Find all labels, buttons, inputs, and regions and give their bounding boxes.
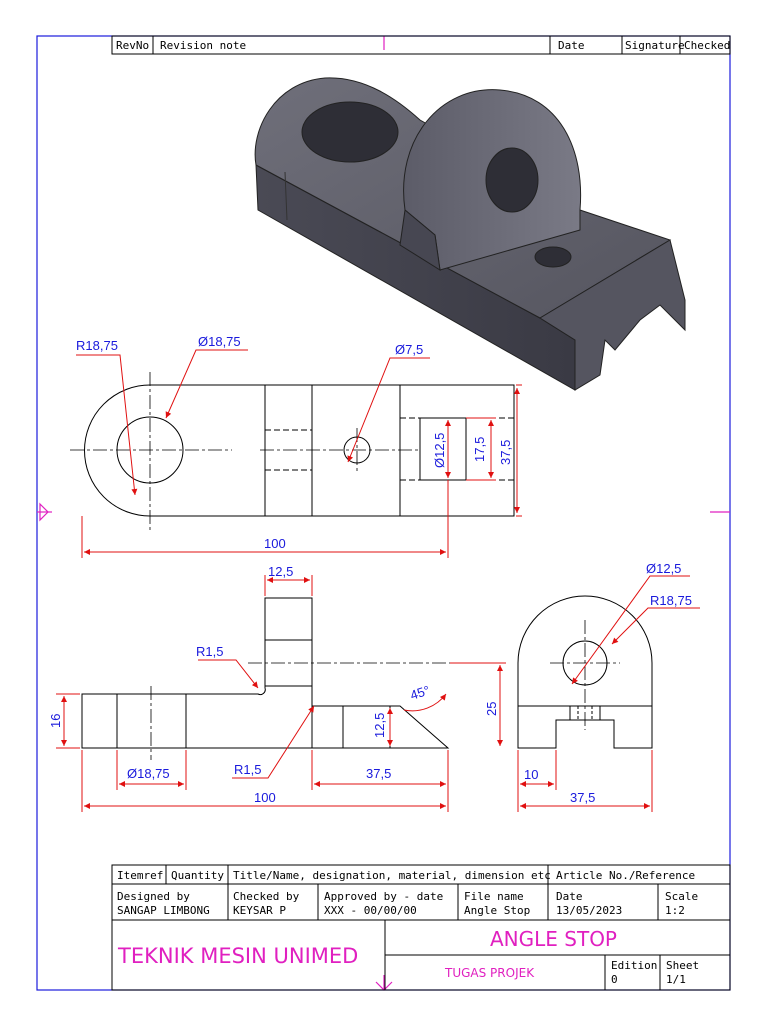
- rev-note: Revision note: [160, 39, 246, 52]
- dim-front-angle: 45°: [408, 683, 431, 703]
- dim-top-100: 100: [264, 536, 286, 551]
- iso-small-hole: [534, 246, 572, 268]
- centering-marks: [37, 36, 730, 991]
- side-view: [517, 595, 653, 749]
- tb-scale-label: Scale: [665, 890, 698, 903]
- tb-scale-value: 1:2: [665, 904, 685, 917]
- tb-designed-label: Designed by: [117, 890, 190, 903]
- dim-front-slot: 12,5: [372, 713, 387, 738]
- tb-file-value: Angle Stop: [464, 904, 530, 917]
- iso-big-hole: [301, 101, 399, 163]
- top-view-dimensions: [76, 349, 522, 558]
- dim-front-r1-top: R1,5: [196, 644, 223, 659]
- rev-signature: Signature: [625, 39, 685, 52]
- top-slot: [419, 417, 467, 481]
- dim-top-d7: Ø7,5: [395, 342, 423, 357]
- side-outline: [517, 595, 653, 749]
- tb-sheet-label: Sheet: [666, 959, 699, 972]
- rev-checked: Checked: [684, 39, 730, 52]
- top-view: [70, 372, 515, 530]
- tb-title-header: Title/Name, designation, material, dimen…: [233, 869, 551, 882]
- tb-approved-label: Approved by - date: [324, 890, 443, 903]
- tb-sheet-value: 1/1: [666, 973, 686, 986]
- front-view-dimensions: [56, 575, 506, 812]
- dim-front-r1-bottom: R1,5: [234, 762, 261, 777]
- top-outline: [84, 384, 515, 517]
- rev-date: Date: [558, 39, 585, 52]
- front-outline: [81, 597, 450, 749]
- tb-designed-value: SANGAP LIMBONG: [117, 904, 210, 917]
- dim-side-r18: R18,75: [650, 593, 692, 608]
- isometric-view: [254, 77, 686, 391]
- tb-approved-value: XXX - 00/00/00: [324, 904, 417, 917]
- tb-edition-label: Edition: [611, 959, 657, 972]
- tb-checked-label: Checked by: [233, 890, 300, 903]
- dim-front-25: 25: [484, 702, 499, 716]
- dim-top-r18: R18,75: [76, 338, 118, 353]
- tb-quantity: Quantity: [171, 869, 224, 882]
- dim-front-12: 12,5: [268, 564, 293, 579]
- side-view-dimensions: [517, 575, 700, 812]
- dim-top-d18: Ø18,75: [198, 334, 241, 349]
- dim-front-d18: Ø18,75: [127, 766, 170, 781]
- dim-side-10: 10: [524, 767, 538, 782]
- tb-date-label: Date: [556, 890, 583, 903]
- tb-itemref: Itemref: [117, 869, 163, 882]
- tb-date-value: 13/05/2023: [556, 904, 622, 917]
- tb-project: TUGAS PROJEK: [444, 966, 535, 980]
- dim-top-17: 17,5: [472, 437, 487, 462]
- tb-file-label: File name: [464, 890, 524, 903]
- dim-front-100: 100: [254, 790, 276, 805]
- tb-edition-value: 0: [611, 973, 618, 986]
- tb-drawing-title: ANGLE STOP: [490, 927, 617, 951]
- tb-checked-value: KEYSAR P: [233, 904, 286, 917]
- title-block: [111, 864, 731, 991]
- revision-table: RevNo Revision note Date Signature Check…: [111, 35, 731, 55]
- dim-front-37: 37,5: [366, 766, 391, 781]
- iso-ear-hole: [485, 147, 539, 213]
- tb-institution: TEKNIK MESIN UNIMED: [117, 944, 358, 968]
- dim-side-d12: Ø12,5: [646, 561, 681, 576]
- iso-ear-side: [399, 209, 441, 271]
- dim-side-37: 37,5: [570, 790, 595, 805]
- dim-top-d12: Ø12,5: [432, 433, 447, 468]
- dim-top-37: 37,5: [498, 440, 513, 465]
- dim-front-16: 16: [48, 714, 63, 728]
- front-view: [81, 597, 505, 760]
- rev-revno: RevNo: [116, 39, 149, 52]
- iso-end-face: [539, 239, 686, 391]
- tb-article-header: Article No./Reference: [556, 869, 695, 882]
